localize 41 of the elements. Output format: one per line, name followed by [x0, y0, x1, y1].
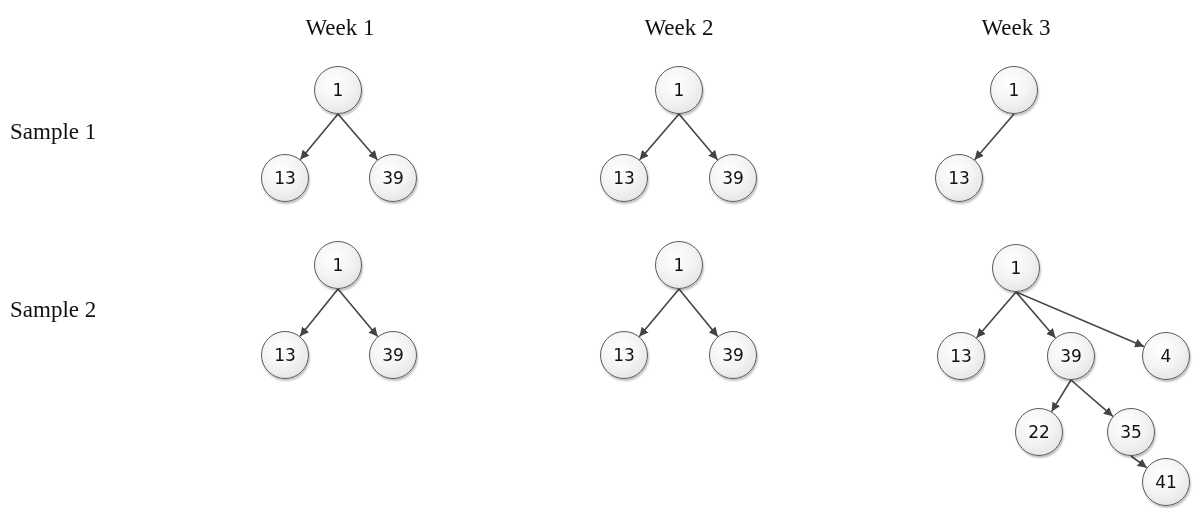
number-circle: 35 — [1107, 408, 1155, 456]
arrow — [973, 113, 1015, 161]
number-circle: 1 — [992, 244, 1040, 292]
number-circle: 1 — [314, 241, 362, 289]
arrow — [1015, 291, 1057, 339]
number-circle: 13 — [261, 331, 309, 379]
row-label: Sample 2 — [10, 297, 97, 323]
number-circle: 39 — [369, 154, 417, 202]
number-circle: 13 — [937, 332, 985, 380]
arrow — [1070, 379, 1114, 418]
arrow — [975, 291, 1017, 339]
number-circle: 39 — [1047, 332, 1095, 380]
number-circle: 22 — [1015, 408, 1063, 456]
arrow — [638, 288, 680, 338]
row-label: Sample 1 — [10, 119, 97, 145]
number-circle: 13 — [600, 154, 648, 202]
column-heading: Week 1 — [305, 15, 375, 41]
arrow — [1015, 291, 1145, 348]
arrow — [678, 113, 719, 161]
arrow — [299, 288, 339, 338]
arrow — [337, 113, 379, 161]
arrow — [1050, 379, 1072, 413]
arrow — [337, 288, 379, 338]
number-circle: 1 — [990, 66, 1038, 114]
number-circle: 1 — [655, 241, 703, 289]
number-circle: 13 — [261, 154, 309, 202]
column-heading: Week 3 — [981, 15, 1051, 41]
column-heading: Week 2 — [644, 15, 714, 41]
number-circle: 4 — [1142, 332, 1190, 380]
arrow — [299, 113, 339, 161]
number-circle: 39 — [369, 331, 417, 379]
number-circle: 13 — [935, 154, 983, 202]
arrow — [638, 113, 680, 161]
number-circle: 39 — [709, 331, 757, 379]
number-circle: 1 — [655, 66, 703, 114]
arrow — [678, 288, 719, 338]
number-circle: 41 — [1142, 458, 1190, 506]
number-circle: 13 — [600, 331, 648, 379]
number-circle: 1 — [314, 66, 362, 114]
arrow — [1130, 455, 1148, 469]
number-circle: 39 — [709, 154, 757, 202]
